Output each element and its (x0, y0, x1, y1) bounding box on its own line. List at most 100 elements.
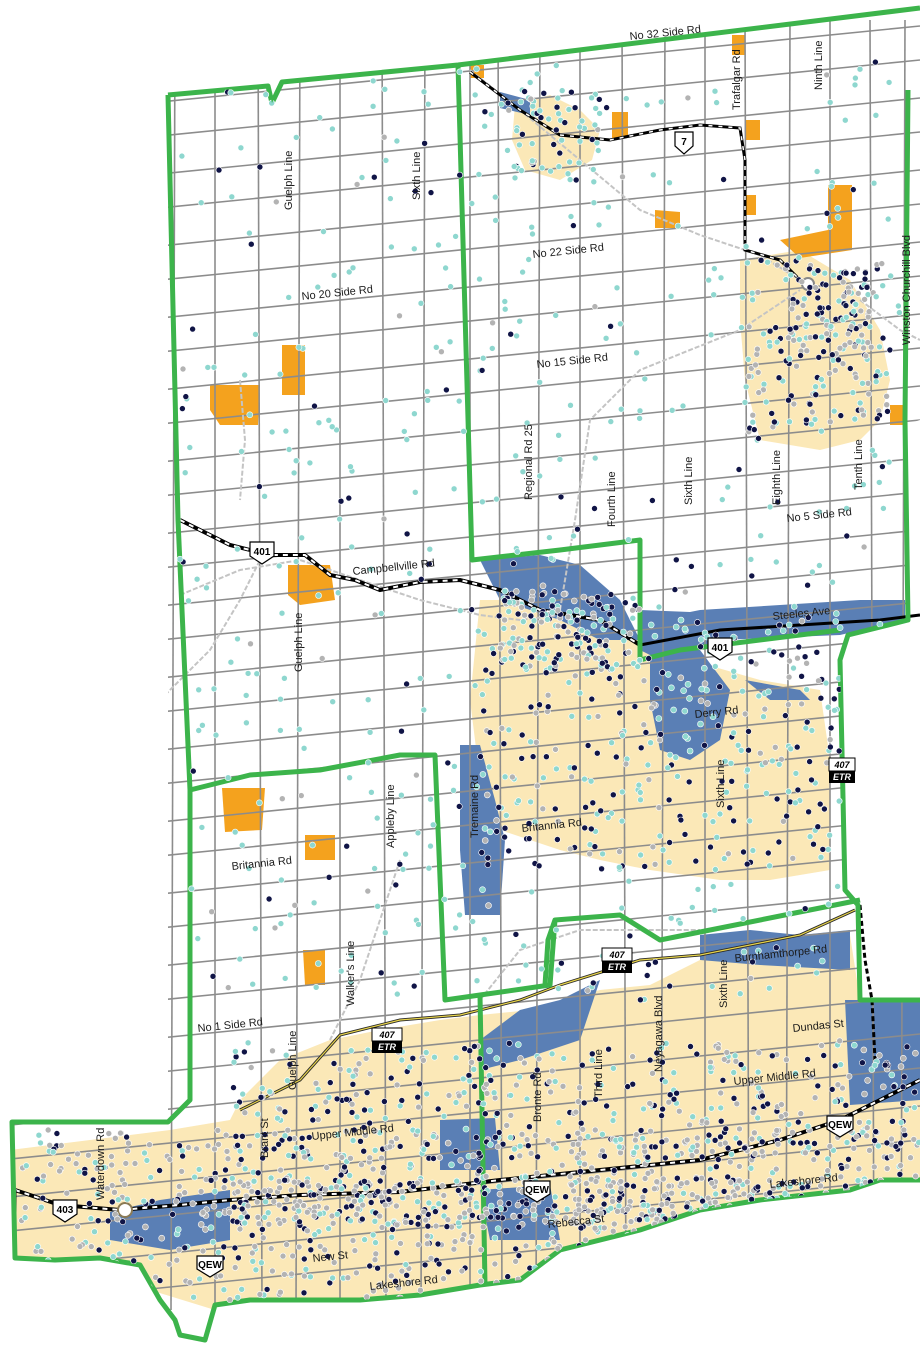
map-point[interactable] (720, 1292, 727, 1300)
map-point[interactable] (483, 1210, 490, 1217)
map-point[interactable] (480, 1100, 487, 1108)
map-point[interactable] (794, 1237, 802, 1244)
map-point[interactable] (588, 1291, 596, 1299)
map-point[interactable] (659, 846, 667, 854)
map-point[interactable] (476, 1055, 484, 1063)
map-point[interactable] (775, 838, 783, 846)
map-point[interactable] (515, 1223, 523, 1231)
map-point[interactable] (862, 269, 869, 277)
map-point[interactable] (536, 1287, 543, 1295)
map-point[interactable] (870, 179, 878, 187)
map-point[interactable] (485, 763, 493, 771)
map-point[interactable] (841, 116, 849, 124)
map-point[interactable] (316, 114, 324, 121)
map-point[interactable] (758, 1289, 766, 1297)
map-point[interactable] (581, 775, 588, 783)
map-point[interactable] (85, 1151, 92, 1159)
map-point[interactable] (795, 1248, 802, 1256)
map-point[interactable] (734, 1184, 741, 1192)
map-point[interactable] (779, 627, 787, 635)
map-point[interactable] (510, 163, 518, 170)
map-point[interactable] (277, 1288, 284, 1296)
map-point[interactable] (552, 1144, 560, 1152)
map-point[interactable] (269, 1267, 276, 1275)
map-point[interactable] (899, 1100, 907, 1107)
map-point[interactable] (169, 1211, 176, 1218)
map-point[interactable] (777, 347, 785, 355)
map-point[interactable] (790, 664, 797, 672)
map-point[interactable] (290, 1178, 298, 1186)
map-point[interactable] (737, 1210, 744, 1218)
map-point[interactable] (872, 1223, 880, 1230)
map-point[interactable] (202, 64, 210, 72)
map-point[interactable] (527, 95, 535, 103)
map-point[interactable] (845, 1277, 853, 1284)
map-point[interactable] (649, 843, 657, 851)
map-point[interactable] (334, 589, 342, 597)
map-point[interactable] (711, 663, 719, 670)
map-point[interactable] (755, 1227, 763, 1234)
map-point[interactable] (845, 1156, 852, 1163)
map-point[interactable] (802, 1149, 809, 1157)
map-point[interactable] (324, 1253, 332, 1260)
map-point[interactable] (315, 1182, 322, 1189)
map-point[interactable] (490, 740, 498, 747)
map-point[interactable] (364, 696, 372, 704)
map-point[interactable] (570, 1295, 578, 1302)
map-point[interactable] (636, 407, 644, 415)
map-point[interactable] (637, 796, 644, 804)
map-point[interactable] (493, 817, 500, 824)
map-point[interactable] (596, 1258, 604, 1266)
map-point[interactable] (516, 1213, 524, 1220)
map-point[interactable] (440, 1275, 447, 1282)
map-point[interactable] (513, 1081, 520, 1089)
map-point[interactable] (777, 1113, 785, 1120)
map-point[interactable] (480, 707, 488, 715)
map-point[interactable] (188, 885, 195, 893)
map-point[interactable] (872, 378, 880, 385)
map-point[interactable] (536, 378, 544, 386)
map-point[interactable] (378, 1154, 385, 1162)
map-point[interactable] (511, 1177, 519, 1184)
map-point[interactable] (221, 1177, 229, 1184)
map-point[interactable] (704, 1137, 712, 1145)
map-point[interactable] (507, 654, 515, 662)
map-point[interactable] (854, 290, 862, 297)
map-point[interactable] (292, 1214, 300, 1221)
map-point[interactable] (591, 303, 599, 310)
map-point[interactable] (851, 1215, 859, 1223)
map-point[interactable] (495, 612, 503, 620)
map-point[interactable] (807, 1214, 815, 1221)
map-point[interactable] (509, 624, 517, 632)
map-point[interactable] (173, 1256, 181, 1264)
map-point[interactable] (625, 649, 632, 656)
map-point[interactable] (279, 1252, 287, 1260)
map-point[interactable] (812, 391, 820, 399)
map-point[interactable] (485, 902, 492, 909)
map-point[interactable] (367, 1199, 375, 1206)
map-point[interactable] (692, 1232, 700, 1239)
map-point[interactable] (380, 515, 388, 523)
map-point[interactable] (602, 1191, 610, 1199)
map-point[interactable] (451, 763, 458, 770)
map-point[interactable] (737, 654, 744, 662)
map-point[interactable] (804, 581, 811, 589)
map-point[interactable] (872, 1191, 879, 1198)
map-point[interactable] (528, 653, 536, 661)
map-point[interactable] (109, 1268, 116, 1275)
map-point[interactable] (883, 1139, 891, 1147)
map-point[interactable] (815, 1203, 823, 1211)
map-point[interactable] (680, 687, 687, 695)
map-point[interactable] (684, 94, 692, 102)
map-point[interactable] (525, 835, 533, 842)
map-point[interactable] (552, 126, 560, 134)
map-point[interactable] (57, 1276, 64, 1283)
map-point[interactable] (223, 1148, 231, 1155)
map-point[interactable] (592, 105, 600, 112)
map-point[interactable] (639, 1135, 647, 1142)
map-point[interactable] (396, 1181, 404, 1189)
map-point[interactable] (844, 330, 852, 338)
map-point[interactable] (728, 1151, 735, 1158)
map-point[interactable] (864, 1259, 871, 1266)
map-point[interactable] (504, 1273, 512, 1280)
